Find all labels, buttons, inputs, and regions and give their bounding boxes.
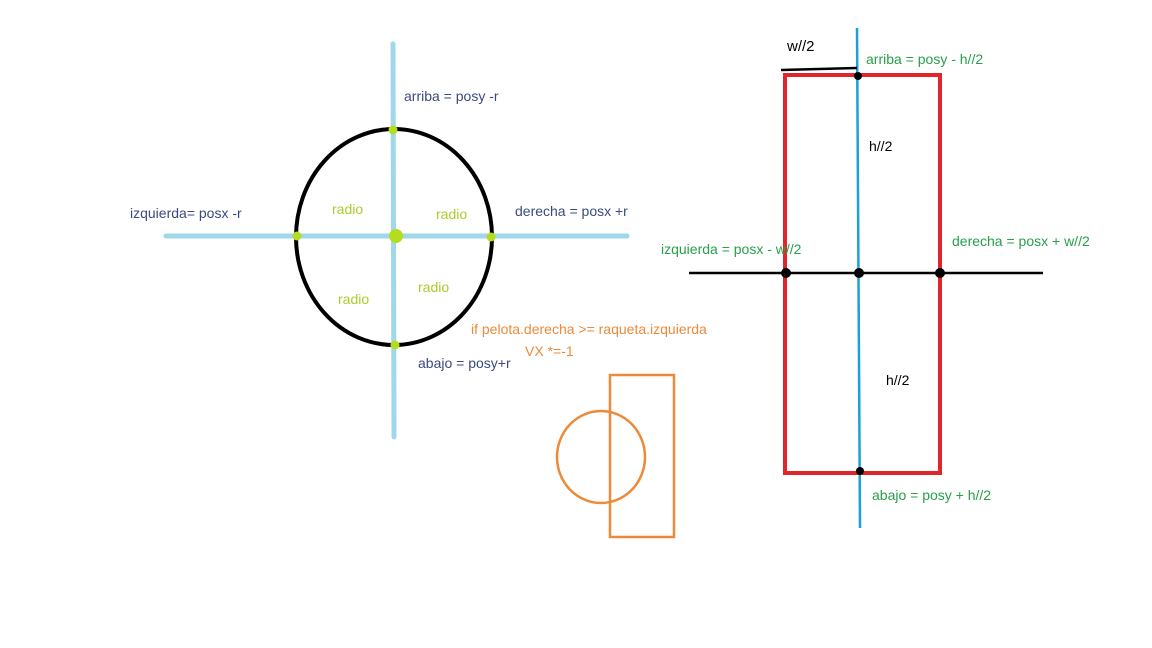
half-width-marker xyxy=(780,66,858,72)
top-point xyxy=(388,125,398,135)
label-circle-arriba: arriba = posy -r xyxy=(404,88,499,104)
label-w-half: w//2 xyxy=(786,38,815,55)
label-rect-izquierda: izquierda = posx - w//2 xyxy=(661,241,802,257)
orange-ball xyxy=(555,409,647,505)
label-h-half-top: h//2 xyxy=(869,138,893,154)
label-circle-derecha: derecha = posx +r xyxy=(515,203,628,219)
label-rect-abajo: abajo = posy + h//2 xyxy=(872,487,991,503)
center-point xyxy=(389,229,403,243)
label-rect-arriba: arriba = posy - h//2 xyxy=(866,51,983,67)
rect-top-point xyxy=(854,72,862,80)
bottom-point xyxy=(390,340,400,350)
label-radio-bottom-right: radio xyxy=(418,279,449,295)
label-circle-abajo: abajo = posy+r xyxy=(418,355,511,371)
circle-diagram: arriba = posy -r izquierda= posx -r dere… xyxy=(130,41,630,440)
label-circle-izquierda: izquierda= posx -r xyxy=(130,205,242,221)
rect-vertical-axis xyxy=(855,27,862,529)
label-radio-top-left: radio xyxy=(332,201,363,217)
left-point xyxy=(292,231,302,241)
label-h-half-bottom: h//2 xyxy=(886,372,910,388)
rect-left-point xyxy=(781,268,791,278)
collision-note: if pelota.derecha >= raqueta.izquierda V… xyxy=(471,321,707,539)
label-radio-bottom-left: radio xyxy=(338,291,369,307)
right-point xyxy=(486,232,496,242)
collision-action-text: VX *=-1 xyxy=(525,343,574,359)
rect-bottom-point xyxy=(856,467,864,475)
collision-condition-text: if pelota.derecha >= raqueta.izquierda xyxy=(471,321,707,337)
orange-paddle xyxy=(608,373,676,539)
rect-center-point xyxy=(854,268,864,278)
rect-diagram: w//2 arriba = posy - h//2 h//2 izquierda… xyxy=(661,27,1090,529)
label-rect-derecha: derecha = posx + w//2 xyxy=(952,233,1090,249)
label-radio-top-right: radio xyxy=(436,206,467,222)
rect-right-point xyxy=(935,268,945,278)
